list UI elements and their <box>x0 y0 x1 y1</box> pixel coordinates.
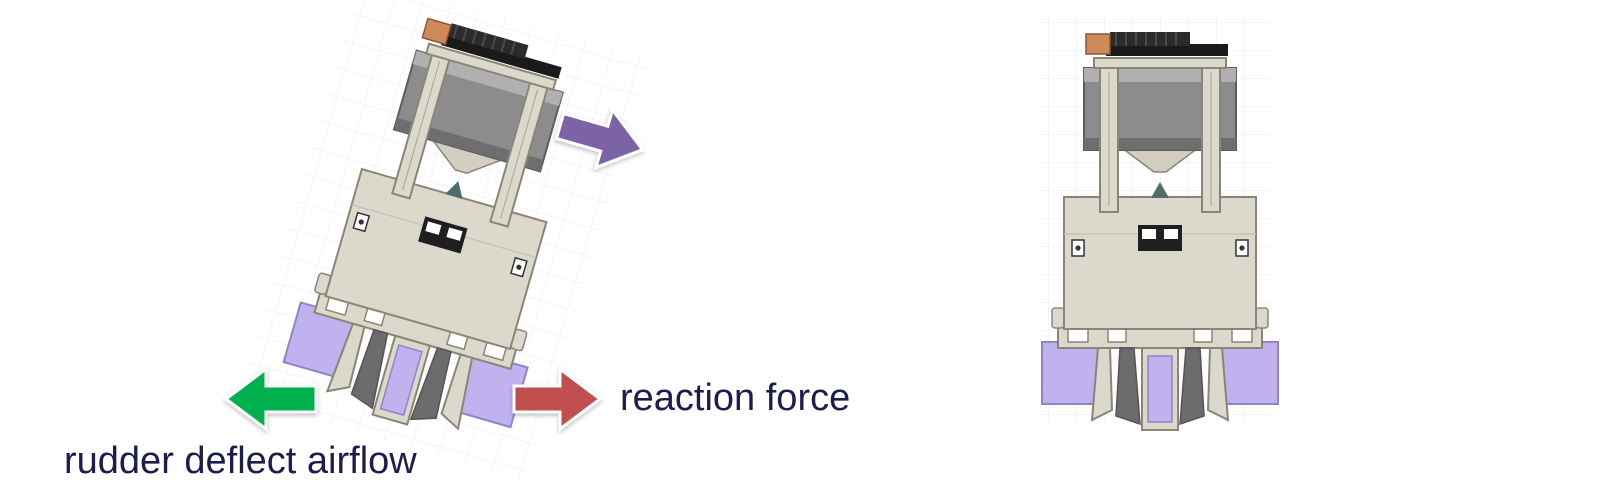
tilted-airship-model <box>239 0 650 483</box>
rudder-deflect-airflow-label: rudder deflect airflow <box>64 440 417 482</box>
upright-airship-model <box>1040 16 1279 431</box>
reaction-force-label: reaction force <box>620 377 850 419</box>
